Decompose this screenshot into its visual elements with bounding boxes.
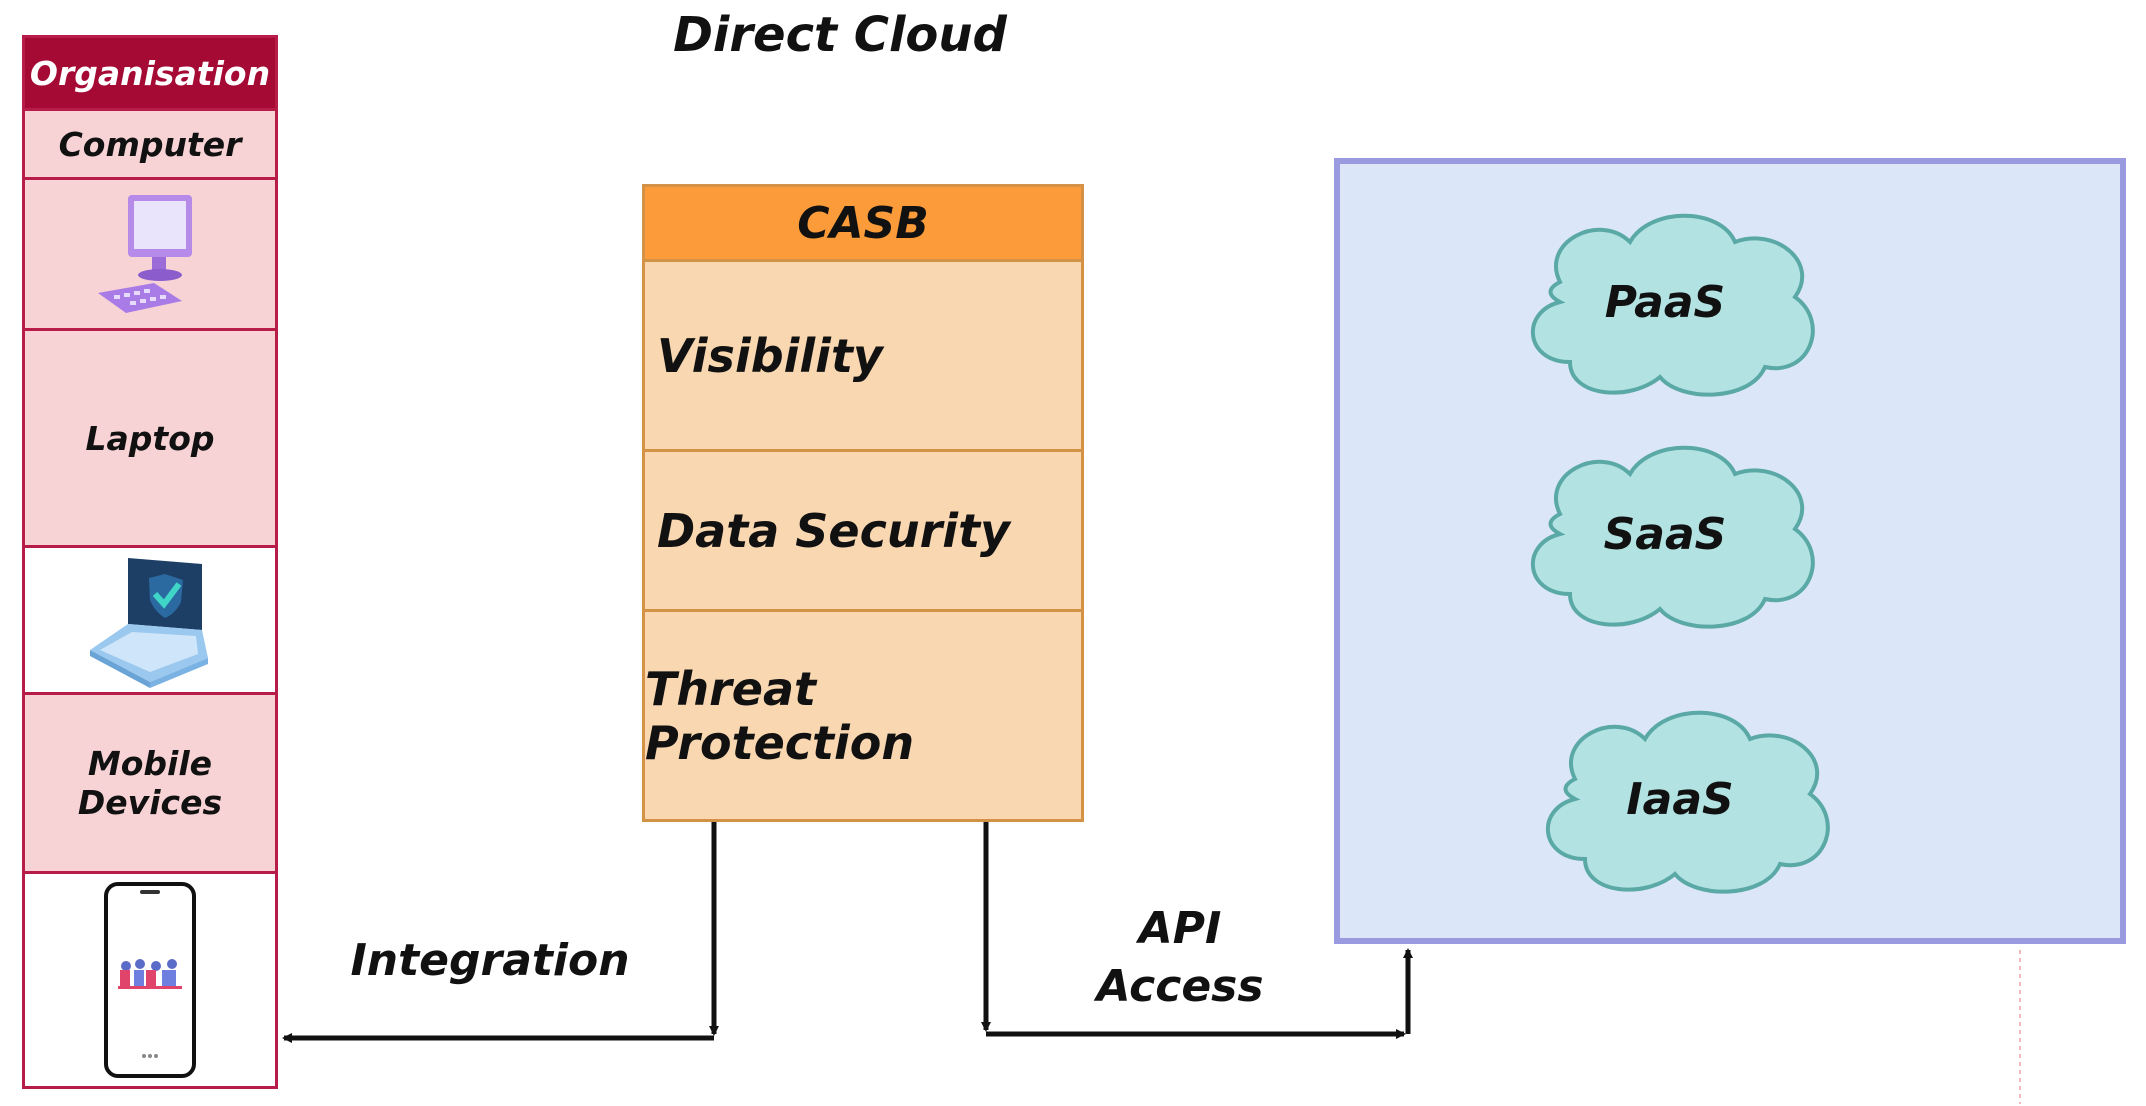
cloud-icon — [1546, 710, 1830, 894]
mobile-label-line1: Mobile — [87, 744, 213, 783]
cloud-icon — [1531, 445, 1815, 629]
casb-row-data-security: Data Security — [642, 449, 1084, 612]
saas-label: SaaS — [1603, 508, 1727, 560]
mobile-label-line2: Devices — [77, 783, 223, 822]
laptop-cell — [22, 545, 278, 695]
mobile-cell — [22, 871, 278, 1089]
organisation-header: Organisation — [22, 35, 278, 111]
computer-icon — [98, 195, 192, 313]
api-access-label: API Access — [1060, 900, 1300, 1016]
casb-row-visibility: Visibility — [642, 259, 1084, 452]
mobile-devices-label: Mobile Devices — [22, 692, 278, 874]
api-label-line1: API — [1138, 903, 1222, 954]
computer-label: Computer — [22, 108, 278, 180]
integration-label: Integration — [350, 935, 630, 986]
paas-label: PaaS — [1604, 276, 1726, 328]
casb-block: CASB Visibility Data Security Threat Pro… — [642, 184, 1084, 822]
computer-cell — [22, 177, 278, 331]
cloud-icon — [1531, 213, 1815, 397]
diagram-title: Direct Cloud — [673, 7, 1007, 63]
cloud-iaas: IaaS — [1515, 699, 1845, 899]
smartphone-icon — [104, 882, 196, 1078]
laptop-label: Laptop — [22, 328, 278, 548]
iaas-label: IaaS — [1626, 773, 1734, 825]
cloud-saas: SaaS — [1500, 434, 1830, 634]
api-label-line2: Access — [1096, 961, 1264, 1012]
cloud-services-box: PaaS SaaS IaaS — [1334, 158, 2126, 944]
cloud-paas: PaaS — [1500, 202, 1830, 402]
casb-row-threat-protection: Threat Protection — [642, 609, 1084, 822]
organisation-column: Organisation Computer Laptop — [22, 35, 278, 1089]
laptop-shield-icon — [90, 558, 208, 688]
casb-header: CASB — [642, 184, 1084, 262]
